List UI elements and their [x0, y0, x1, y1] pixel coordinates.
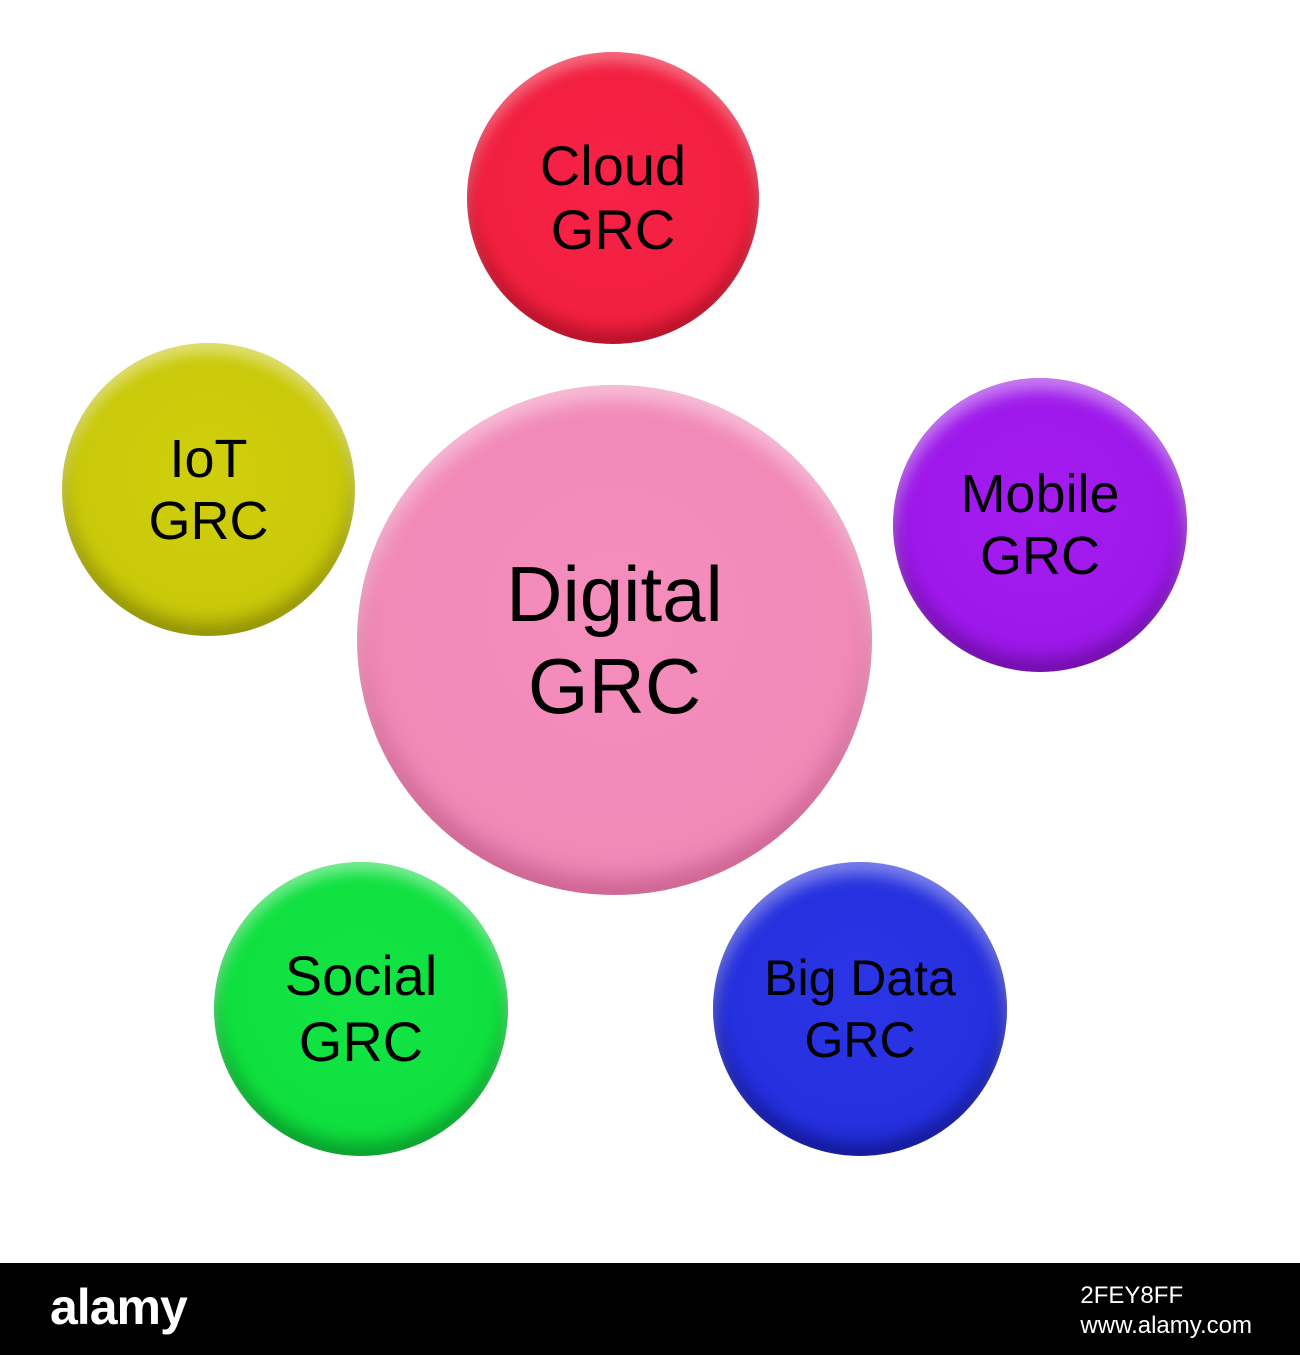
mobile-grc-bubble: Mobile GRC	[893, 378, 1187, 672]
bubble-label-line: IoT	[169, 428, 248, 489]
bubble-label-line: Big Data	[764, 950, 956, 1006]
bubble-label-line: GRC	[804, 1012, 916, 1068]
bubble-label-line: Digital	[506, 550, 723, 638]
big-data-grc-bubble: Big Data GRC	[713, 862, 1007, 1156]
bubble-label-line: GRC	[980, 526, 1100, 586]
bubble-label-line: Cloud	[539, 134, 687, 197]
social-grc-bubble: Social GRC	[214, 862, 508, 1156]
image-id: 2FEY8FF	[1080, 1282, 1184, 1309]
digital-grc-bubble: Digital GRC	[357, 385, 872, 895]
bubble-label-line: GRC	[550, 198, 676, 261]
bubble-label-line: GRC	[298, 1010, 424, 1073]
bubble-label-line: Social	[284, 944, 438, 1007]
image-meta: 2FEY8FF www.alamy.com	[1080, 1281, 1252, 1341]
watermark-footer: alamy 2FEY8FF www.alamy.com	[0, 1263, 1300, 1355]
cloud-grc-bubble: Cloud GRC	[467, 52, 759, 344]
site-url: www.alamy.com	[1080, 1312, 1252, 1339]
iot-grc-bubble: IoT GRC	[62, 343, 355, 636]
bubble-label-line: Mobile	[960, 464, 1120, 524]
bubble-label-line: GRC	[148, 490, 269, 551]
diagram-canvas: Cloud GRC IoT GRC Digital GRC Mobile GRC…	[62, 52, 1187, 1156]
bubble-label-line: GRC	[527, 642, 702, 730]
brand-logo: alamy	[50, 1279, 188, 1335]
